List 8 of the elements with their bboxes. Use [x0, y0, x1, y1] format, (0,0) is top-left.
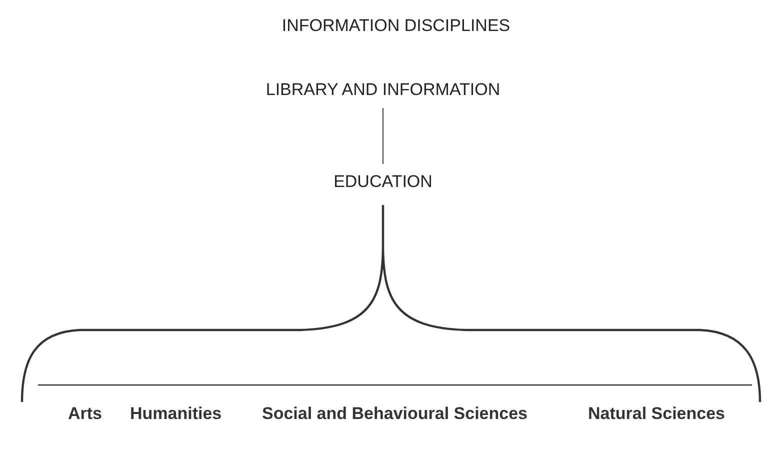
discipline-label: Natural Sciences — [588, 404, 726, 424]
diagram-title: INFORMATION DISCIPLINES — [282, 16, 510, 36]
discipline-label: Arts — [68, 404, 102, 424]
discipline-label: Social and Behavioural Sciences — [262, 404, 528, 424]
node-text: EDUCATION — [334, 172, 432, 192]
connector-line — [382, 108, 384, 164]
node-text: LIBRARY AND INFORMATION — [266, 80, 500, 100]
discipline-label: Humanities — [130, 404, 222, 424]
